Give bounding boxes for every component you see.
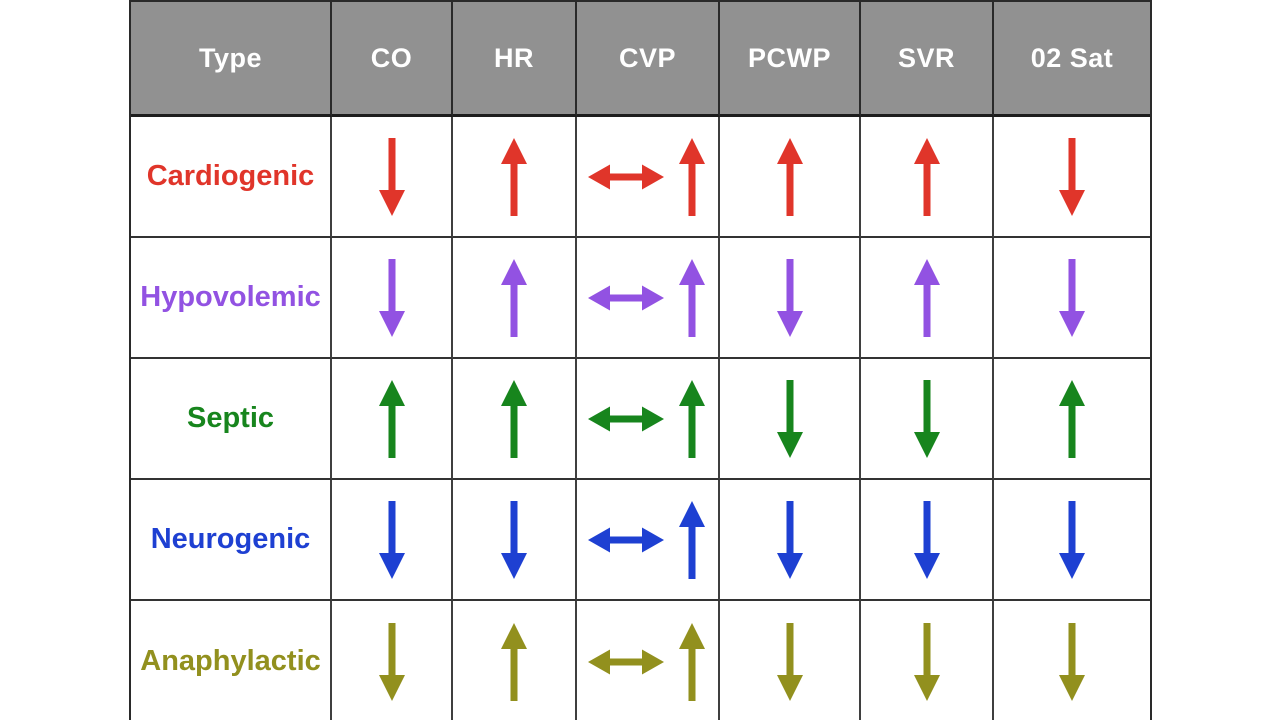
down-arrow-icon	[378, 500, 405, 579]
down-arrow-icon	[1059, 622, 1085, 701]
left-right-arrow-icon	[588, 406, 664, 431]
cell-cardiogenic-cvp	[577, 117, 720, 238]
cell-anaphylactic-pcwp	[720, 601, 861, 720]
header-cell-pcwp: PCWP	[720, 2, 861, 117]
header-label-cvp: CVP	[618, 42, 677, 73]
up-arrow-icon	[679, 622, 705, 701]
cell-septic-hr	[453, 359, 577, 480]
header-label-type: Type	[198, 42, 262, 73]
cell-neurogenic-hr	[453, 480, 577, 601]
up-arrow-icon	[679, 379, 705, 458]
up-arrow-icon	[501, 379, 527, 458]
cell-anaphylactic-co	[332, 601, 453, 720]
down-arrow-icon	[1059, 258, 1085, 337]
down-arrow-icon	[913, 622, 940, 701]
down-arrow-icon	[378, 258, 405, 337]
cell-hypovolemic-co	[332, 238, 453, 359]
up-arrow-icon	[501, 622, 527, 701]
down-arrow-icon	[776, 258, 803, 337]
table-row-hypovolemic: Hypovolemic	[131, 238, 1150, 359]
header-cell-o2sat: 02 Sat	[994, 2, 1150, 117]
row-label-cell: Septic	[131, 359, 332, 480]
cell-hypovolemic-svr	[861, 238, 994, 359]
table-row-neurogenic: Neurogenic	[131, 480, 1150, 601]
header-row: Type CO HR CVP PCWP SVR 02 Sat	[131, 2, 1150, 117]
row-label-cell: Hypovolemic	[131, 238, 332, 359]
table-row-cardiogenic: Cardiogenic	[131, 117, 1150, 238]
header-label-pcwp: PCWP	[748, 42, 831, 73]
header-cell-hr: HR	[453, 2, 577, 117]
header-cell-type: Type	[131, 2, 332, 117]
down-arrow-icon	[776, 500, 803, 579]
header-label-svr: SVR	[897, 42, 956, 73]
row-label-cell: Neurogenic	[131, 480, 332, 601]
up-arrow-icon	[679, 137, 705, 216]
up-arrow-icon	[679, 258, 705, 337]
cell-hypovolemic-o2sat	[994, 238, 1150, 359]
cell-septic-co	[332, 359, 453, 480]
down-arrow-icon	[913, 379, 940, 458]
cell-septic-svr	[861, 359, 994, 480]
left-right-arrow-icon	[588, 164, 664, 189]
row-label-cell: Anaphylactic	[131, 601, 332, 720]
row-label: Neurogenic	[150, 523, 311, 555]
up-arrow-icon	[913, 258, 940, 337]
header-cell-co: CO	[332, 2, 453, 117]
cell-cardiogenic-o2sat	[994, 117, 1150, 238]
up-arrow-icon	[913, 137, 940, 216]
left-right-arrow-icon	[588, 649, 664, 674]
header-label-hr: HR	[494, 42, 534, 73]
cell-septic-cvp	[577, 359, 720, 480]
cell-anaphylactic-o2sat	[994, 601, 1150, 720]
table-row-septic: Septic	[131, 359, 1150, 480]
up-arrow-icon	[501, 137, 527, 216]
cell-anaphylactic-svr	[861, 601, 994, 720]
cell-septic-pcwp	[720, 359, 861, 480]
cell-hypovolemic-hr	[453, 238, 577, 359]
cell-cardiogenic-hr	[453, 117, 577, 238]
row-label-cell: Cardiogenic	[131, 117, 332, 238]
down-arrow-icon	[776, 622, 803, 701]
up-arrow-icon	[501, 258, 527, 337]
down-arrow-icon	[776, 379, 803, 458]
cell-neurogenic-o2sat	[994, 480, 1150, 601]
up-arrow-icon	[776, 137, 803, 216]
down-arrow-icon	[1059, 137, 1085, 216]
cell-septic-o2sat	[994, 359, 1150, 480]
cell-neurogenic-cvp	[577, 480, 720, 601]
cell-neurogenic-svr	[861, 480, 994, 601]
down-arrow-icon	[378, 622, 405, 701]
up-arrow-icon	[378, 379, 405, 458]
cell-hypovolemic-pcwp	[720, 238, 861, 359]
left-right-arrow-icon	[588, 285, 664, 310]
header-label-co: CO	[370, 42, 413, 73]
up-arrow-icon	[1059, 379, 1085, 458]
cell-neurogenic-co	[332, 480, 453, 601]
down-arrow-icon	[378, 137, 405, 216]
header-label-o2sat: 02 Sat	[1030, 42, 1114, 73]
up-arrow-icon	[679, 500, 705, 579]
cell-cardiogenic-co	[332, 117, 453, 238]
cell-neurogenic-pcwp	[720, 480, 861, 601]
header-cell-cvp: CVP	[577, 2, 720, 117]
cell-cardiogenic-pcwp	[720, 117, 861, 238]
row-label: Cardiogenic	[146, 160, 315, 192]
row-label: Septic	[186, 402, 275, 434]
down-arrow-icon	[1059, 500, 1085, 579]
down-arrow-icon	[913, 500, 940, 579]
header-cell-svr: SVR	[861, 2, 994, 117]
row-label: Anaphylactic	[140, 645, 321, 677]
table-row-anaphylactic: Anaphylactic	[131, 601, 1150, 720]
cell-cardiogenic-svr	[861, 117, 994, 238]
cell-anaphylactic-hr	[453, 601, 577, 720]
left-right-arrow-icon	[588, 527, 664, 552]
cell-anaphylactic-cvp	[577, 601, 720, 720]
row-label: Hypovolemic	[140, 281, 321, 313]
down-arrow-icon	[501, 500, 527, 579]
cell-hypovolemic-cvp	[577, 238, 720, 359]
